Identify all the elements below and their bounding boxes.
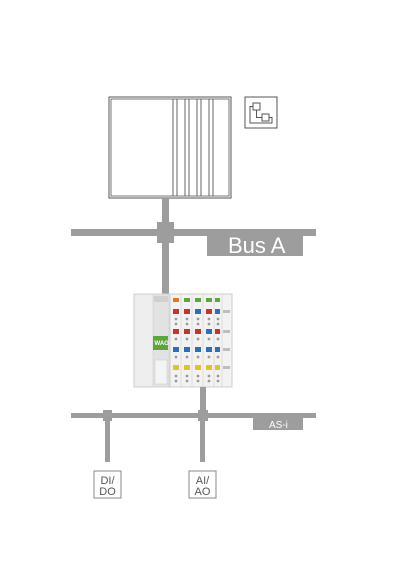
controller-logo <box>153 336 168 350</box>
expansion-slots <box>172 99 214 196</box>
terminal-markers <box>173 309 220 370</box>
controller-logo-text: WAGO <box>155 341 174 347</box>
di-do-label-line1: DI/ <box>100 475 115 487</box>
asi-bus-line <box>71 410 316 421</box>
terminal-points <box>174 317 220 383</box>
ai-ao-module: AI/ AO <box>188 470 217 499</box>
asi-bus-label: AS-i <box>253 418 303 431</box>
bus-a-label: Bus A <box>207 233 303 258</box>
ai-ao-drop-line <box>200 421 205 462</box>
io-module-stack <box>169 293 233 388</box>
status-leds <box>173 298 220 302</box>
bus-a-line <box>71 198 316 243</box>
ai-ao-label-line2: AO <box>195 486 211 498</box>
bus-a-label-text: Bus A <box>228 233 286 258</box>
bus-a-drop-line <box>162 243 169 295</box>
network-topology-icon <box>244 96 278 129</box>
di-do-label-line2: DO <box>99 486 116 498</box>
di-do-drop-line <box>105 421 110 462</box>
fieldbus-controller: WAGO <box>133 293 174 388</box>
host-computer <box>108 96 232 199</box>
ai-ao-label-line1: AI/ <box>196 475 210 487</box>
di-do-module: DI/ DO <box>93 470 122 499</box>
end-module <box>223 310 230 369</box>
asi-bus-label-text: AS-i <box>269 420 288 431</box>
asi-drop-line <box>200 387 206 413</box>
